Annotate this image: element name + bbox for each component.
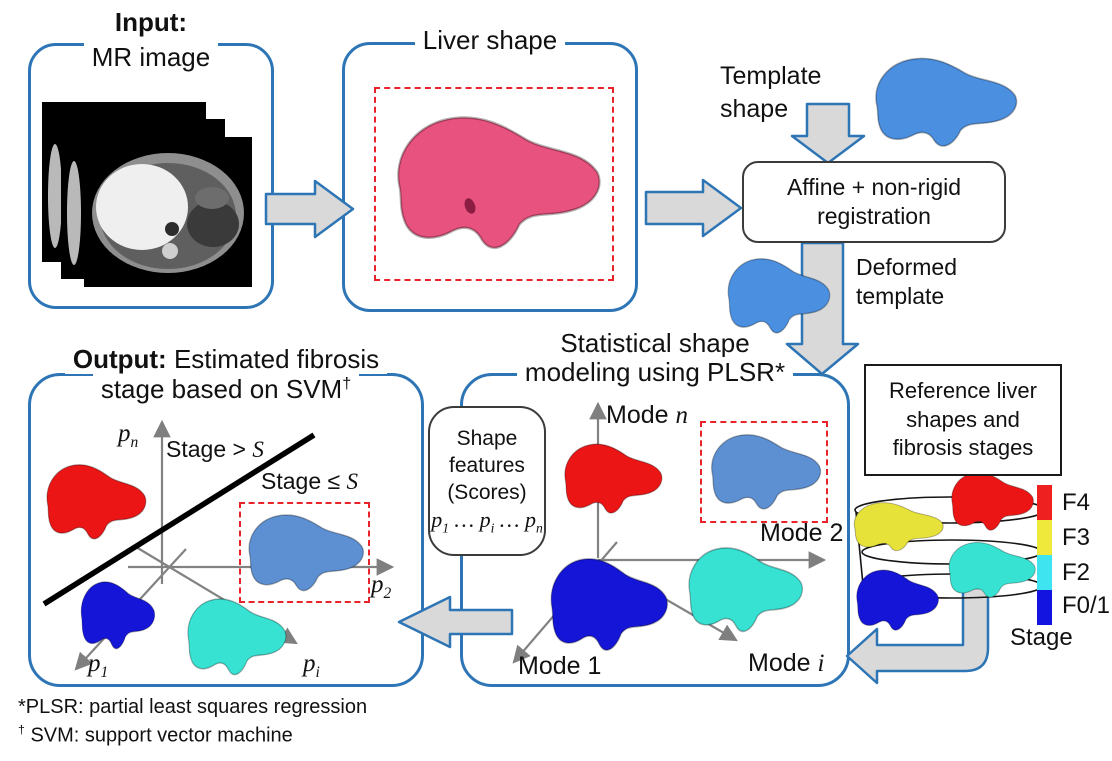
registration-line2: registration bbox=[817, 203, 931, 229]
dashed-roi-output-query bbox=[239, 502, 370, 603]
liver-mesh-reference-f01 bbox=[856, 569, 939, 631]
deformed-template-label: Deformed template bbox=[856, 254, 957, 309]
axis-label-mode-1: Mode 1 bbox=[518, 652, 602, 680]
scores-line2: features bbox=[449, 453, 525, 477]
colorbar-label-f4: F4 bbox=[1062, 489, 1091, 516]
input-title-bold: Input: bbox=[106, 7, 196, 37]
reference-box: Reference liver shapes and fibrosis stag… bbox=[864, 364, 1062, 476]
reference-line1: Reference liver bbox=[889, 378, 1037, 404]
label-stage-le: Stage ≤ S bbox=[261, 468, 359, 494]
reference-line3: fibrosis stages bbox=[892, 435, 1034, 461]
reference-line2: shapes and bbox=[906, 406, 1020, 432]
axis-label-pn: pn bbox=[118, 420, 139, 451]
arrow-livershape-to-registration bbox=[644, 178, 743, 238]
scores-math-line: p1 … pi … pn bbox=[431, 507, 543, 536]
reference-cylinder bbox=[854, 496, 1046, 599]
shape-features-box: Shape features (Scores) p1 … pi … pn bbox=[428, 406, 546, 556]
axis-label-pi: pi bbox=[303, 650, 320, 681]
axis-label-mode-n: Mode n bbox=[606, 401, 688, 429]
scores-line1: Shape bbox=[456, 426, 518, 450]
dagger-mark: † bbox=[342, 374, 352, 393]
ssm-title: Statistical shape modeling using PLSR* bbox=[460, 328, 850, 388]
ssm-title-line2: modeling using PLSR* bbox=[516, 357, 794, 388]
footnote-plsr: *PLSR: partial least squares regression bbox=[18, 696, 368, 718]
ssm-title-line1: Statistical shape bbox=[552, 328, 758, 358]
output-title-bold: Output: bbox=[72, 344, 167, 374]
dashed-roi-ssm-query bbox=[700, 421, 828, 523]
colorbar-label-f01: F0/1 bbox=[1062, 592, 1111, 619]
template-shape-label: Template shape bbox=[720, 62, 822, 123]
liver-mesh-reference-f2 bbox=[948, 541, 1036, 598]
registration-line1: Affine + non-rigid bbox=[786, 174, 962, 201]
registration-box: Affine + non-rigid registration bbox=[742, 161, 1006, 243]
arrow-input-to-livershape bbox=[264, 179, 355, 239]
liver-mesh-template bbox=[875, 57, 1018, 147]
dashed-roi-liver-shape bbox=[374, 87, 614, 281]
output-title-line2: stage based on SVM bbox=[100, 374, 343, 405]
colorbar-label-f2: F2 bbox=[1062, 559, 1091, 586]
output-title-rest: Estimated fibrosis bbox=[166, 344, 380, 374]
colorbar-label-f3: F3 bbox=[1062, 524, 1091, 551]
input-title: Input: MR image bbox=[28, 5, 274, 75]
liver-mesh-reference-f3 bbox=[853, 502, 944, 552]
output-title: Output: Estimated fibrosis stage based o… bbox=[28, 344, 424, 405]
colorbar-stage-label: Stage bbox=[1010, 624, 1073, 651]
input-box bbox=[28, 43, 274, 309]
stage-colorbar bbox=[1037, 485, 1052, 625]
axis-label-p2: p2 bbox=[371, 571, 392, 602]
scores-line3: (Scores) bbox=[447, 481, 527, 505]
arrow-reference-to-ssm bbox=[845, 586, 990, 685]
liver-mesh-reference-f4 bbox=[951, 472, 1034, 531]
footnote-svm: † SVM: support vector machine bbox=[18, 723, 293, 747]
axis-label-mode-i: Mode i bbox=[748, 649, 825, 677]
label-stage-gt: Stage > S bbox=[166, 436, 264, 462]
liver-shape-title: Liver shape bbox=[342, 25, 638, 57]
liver-mesh-deformed-template bbox=[727, 258, 831, 334]
input-subtitle: MR image bbox=[83, 42, 219, 73]
axis-label-p1: p1 bbox=[88, 650, 109, 681]
axis-label-mode-2: Mode 2 bbox=[760, 519, 844, 547]
